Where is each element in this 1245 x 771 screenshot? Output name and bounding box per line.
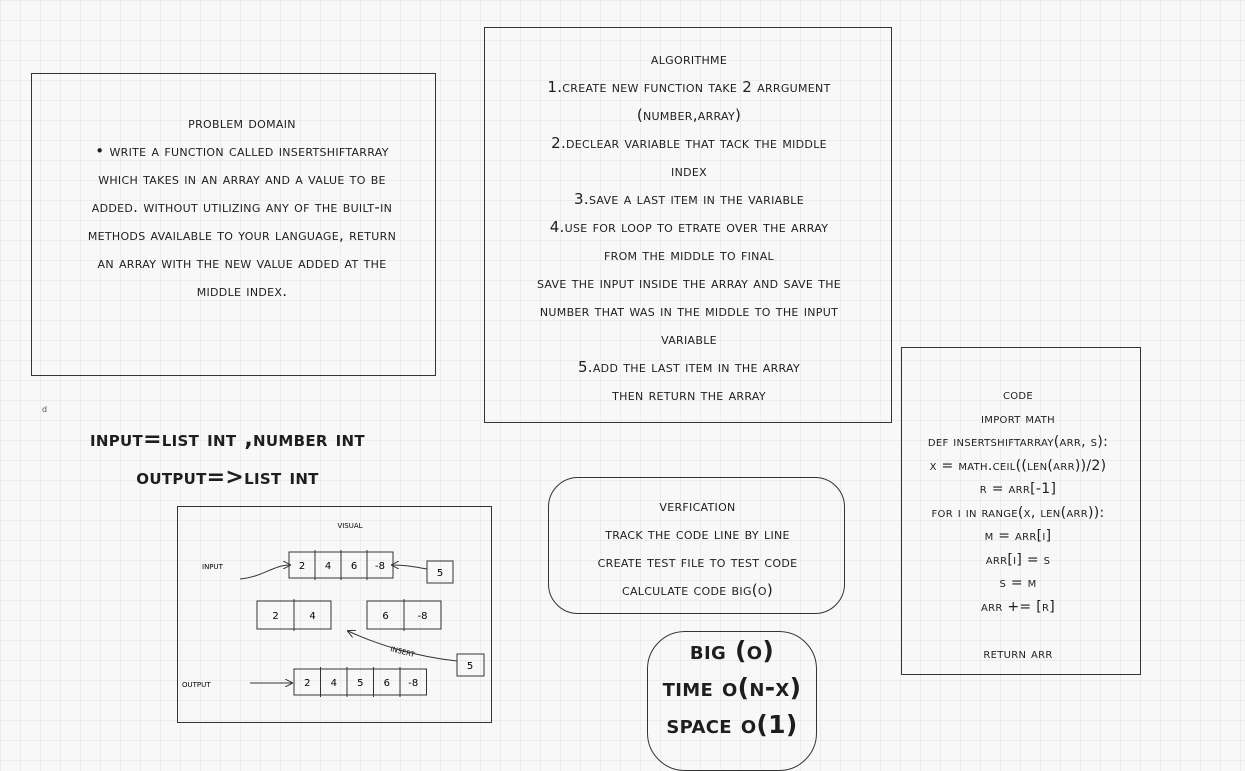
algorithm-line-0: algorithme bbox=[650, 50, 728, 68]
verification-line-0: verfication bbox=[659, 497, 736, 515]
code-line-9: arr += [r] bbox=[981, 598, 1055, 615]
algorithm-line-1: 1.create new function take 2 arrgument bbox=[547, 78, 831, 96]
input-array: 2 4 6 -8 bbox=[288, 550, 394, 580]
algorithm-line-2: (number,array) bbox=[636, 106, 742, 124]
right-half-cell: 6 bbox=[382, 611, 388, 622]
output-array-cell: 4 bbox=[331, 678, 337, 689]
left-half-cell: 4 bbox=[309, 611, 315, 622]
input-label: input bbox=[202, 561, 224, 572]
io-spec: input=list int ,number int output=>List … bbox=[40, 421, 415, 497]
big-o-line-0: Big (O) bbox=[689, 636, 775, 665]
output-array-cell: 2 bbox=[304, 678, 310, 689]
verification-line-1: track the code line by line bbox=[605, 525, 790, 543]
algorithm-line-4: index bbox=[671, 162, 707, 180]
verification-line-3: calculate code Big(O) bbox=[621, 581, 774, 599]
code-line-5: for i in range(x, len(arr)): bbox=[931, 504, 1105, 521]
input-array-cell: 2 bbox=[299, 561, 305, 572]
verification-lines: verfication track the code line by line cr… bbox=[549, 492, 846, 604]
verification-line-2: create test file to test code bbox=[597, 553, 798, 571]
io-output: output=>List int bbox=[136, 465, 319, 490]
output-array: 2 4 5 6 -8 bbox=[293, 667, 427, 697]
code-line-7: arr[i] = s bbox=[985, 551, 1051, 568]
output-array-cell: 5 bbox=[357, 678, 363, 689]
left-half-cell: 2 bbox=[272, 611, 278, 622]
output-label: output bbox=[182, 679, 211, 690]
input-array-cell: -8 bbox=[375, 561, 385, 572]
code-line-6: m = arr[i] bbox=[984, 528, 1052, 544]
algorithm-line-6: 4.use for loop to etrate over the array bbox=[549, 218, 829, 236]
algorithm-line-5: 3.save a last item in the variable bbox=[574, 190, 804, 208]
input-arrow bbox=[239, 565, 290, 580]
insert-label: insert bbox=[389, 643, 416, 660]
code-line-10 bbox=[900, 619, 1136, 643]
algorithm-line-11: 5.add the last item in the array bbox=[577, 358, 801, 376]
algorithm-line-7: from the middle to final bbox=[604, 246, 774, 264]
input-array-cell: 4 bbox=[325, 561, 331, 572]
value-arrow bbox=[392, 565, 428, 570]
big-o-lines: Big (O) time O(n-x) space O(1) bbox=[642, 632, 822, 743]
big-o-line-1: time O(n-x) bbox=[662, 673, 802, 702]
output-array-cell: 6 bbox=[384, 678, 390, 689]
value-top: 5 bbox=[437, 568, 443, 579]
verification-card: verfication track the code line by line cr… bbox=[548, 477, 845, 614]
big-o-line-2: space O(1) bbox=[666, 710, 798, 739]
code-card: Code import math def insertShiftArray(arr,… bbox=[901, 347, 1141, 675]
algorithm-card: algorithme 1.create new function take 2 a… bbox=[484, 27, 892, 423]
algorithm-line-12: then return the array bbox=[612, 386, 766, 404]
algorithm-lines: algorithme 1.create new function take 2 a… bbox=[475, 45, 903, 409]
algorithm-line-9: number that was in the middle to the inp… bbox=[539, 302, 839, 320]
stray-mark: d bbox=[42, 405, 48, 414]
code-line-1: import math bbox=[981, 410, 1055, 427]
problem-domain-card: problem domain • Write a function called… bbox=[31, 73, 436, 376]
output-array-frame bbox=[293, 668, 427, 696]
algorithm-line-10: variable bbox=[661, 330, 717, 348]
code-line-0: Code bbox=[1002, 387, 1034, 403]
visual-title: visual bbox=[337, 520, 362, 531]
insert-arrow bbox=[348, 631, 458, 662]
code-line-8: s = m bbox=[999, 575, 1037, 591]
problem-bullet-text: Write a function called insertShiftArray… bbox=[87, 142, 397, 300]
value-box-top bbox=[426, 560, 454, 584]
input-array-cell: 6 bbox=[351, 561, 357, 572]
algorithm-line-8: save the input inside the array and save… bbox=[536, 274, 842, 292]
io-input: input=list int ,number int bbox=[90, 427, 365, 452]
value-box-bottom bbox=[456, 653, 485, 677]
output-array-cell: -8 bbox=[408, 678, 418, 689]
problem-description: • Write a function called insertShiftArr… bbox=[87, 142, 397, 300]
code-line-11: return arr bbox=[983, 645, 1053, 662]
code-lines: Code import math def insertShiftArray(arr,… bbox=[900, 384, 1136, 666]
big-o-card: Big (O) time O(n-x) space O(1) bbox=[647, 631, 817, 771]
value-bottom: 5 bbox=[467, 661, 473, 672]
code-line-2: def insertShiftArray(arr, s): bbox=[927, 434, 1109, 450]
code-line-3: x = math.ceil((len(arr))/2) bbox=[929, 457, 1107, 474]
right-half-cell: -8 bbox=[418, 611, 428, 622]
problem-title: problem domain bbox=[188, 114, 296, 132]
algorithm-line-3: 2.declear variable that tack the middle bbox=[551, 134, 827, 152]
right-half-array: 6 -8 bbox=[366, 599, 442, 631]
code-line-4: r = arr[-1] bbox=[979, 481, 1057, 497]
